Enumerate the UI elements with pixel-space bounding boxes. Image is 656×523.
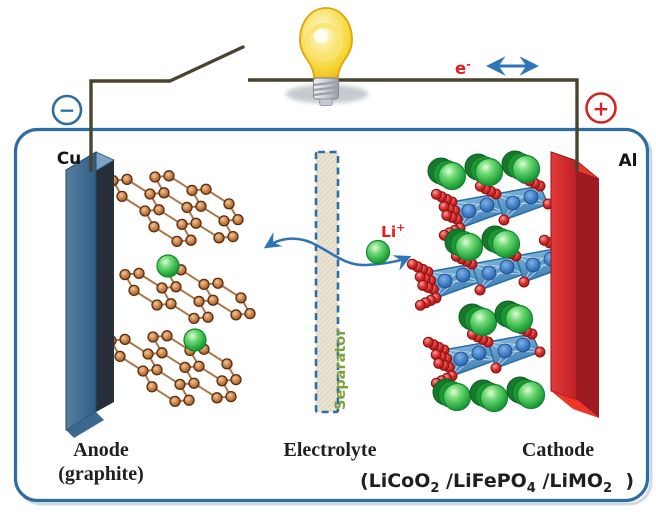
light-bulb xyxy=(286,7,368,106)
ion-path-arrow xyxy=(263,232,412,271)
bulb-inner-ring xyxy=(305,23,343,61)
formula-part: (LiCoO xyxy=(360,470,430,492)
caption-anode-material: (graphite) xyxy=(58,463,144,485)
cathode-current-collector: Al xyxy=(550,151,638,418)
cathode-lithium-ion-row-4 xyxy=(432,376,546,413)
formula-part: ) xyxy=(612,470,634,492)
captions: Anode (graphite) Electrolyte Cathode (Li… xyxy=(58,439,634,496)
cathode-lithium-ion-row-1 xyxy=(427,150,541,191)
bulb-hot-spot xyxy=(314,29,328,43)
bulb-screw-ridges xyxy=(313,80,339,97)
cathode-slab-row-1 xyxy=(430,172,554,241)
anode-lithium-ion xyxy=(183,328,207,352)
caption-anode: Anode xyxy=(73,439,129,461)
cathode-formula: (LiCoO2 /LiFePO4 /LiMO2 ) xyxy=(360,470,634,496)
cu-slab-bottom-face xyxy=(66,412,104,438)
cu-label: Cu xyxy=(57,149,82,169)
anode-lithium-ion xyxy=(156,254,180,278)
graphite-sheet-middle xyxy=(119,264,256,325)
al-slab-side-face xyxy=(577,161,599,418)
al-slab-front-face xyxy=(550,151,578,401)
caption-cathode: Cathode xyxy=(522,439,594,461)
negative-terminal-circle xyxy=(51,94,83,126)
electron-symbol: e xyxy=(455,59,466,78)
formula-subscript: 2 xyxy=(603,481,612,496)
negative-symbol: − xyxy=(59,98,76,122)
positive-symbol: + xyxy=(593,97,610,121)
formula-subscript: 2 xyxy=(430,481,439,496)
graphite-sheet-top xyxy=(107,170,244,248)
cathode-lithium-ion-row-3 xyxy=(458,300,534,337)
positive-terminal-circle xyxy=(585,92,617,124)
cathode-layered-structure xyxy=(406,150,574,413)
al-slab-bottom-face xyxy=(551,391,599,418)
caption-electrolyte: Electrolyte xyxy=(284,439,377,461)
wire-left xyxy=(89,79,170,172)
separator-dashed-border xyxy=(314,150,340,414)
cathode-lithium-ion-row-2 xyxy=(444,225,521,262)
formula-part: /LiFePO xyxy=(439,470,526,492)
cu-slab-front-face xyxy=(65,151,97,431)
cathode-slab-row-3 xyxy=(422,320,546,389)
bulb-base-tip xyxy=(319,98,333,106)
electron-superscript: - xyxy=(466,58,471,71)
li-symbol: Li xyxy=(381,223,396,241)
anode-lithium-ions xyxy=(156,254,207,352)
formula-part: /LiMO xyxy=(536,470,603,492)
electrolyte-lithium-ion xyxy=(365,239,391,265)
switch-blade xyxy=(168,45,245,83)
lithium-transport: Li+ xyxy=(263,222,412,271)
formula-subscript: 4 xyxy=(527,481,536,496)
electron-label: e- xyxy=(455,58,471,78)
separator-label: Separator xyxy=(333,328,349,410)
cu-slab-side-face xyxy=(96,152,114,412)
separator: Separator xyxy=(314,150,349,414)
bulb-glass xyxy=(299,7,353,79)
li-superscript: + xyxy=(396,222,405,234)
electron-flow: e- xyxy=(455,56,539,78)
al-label: Al xyxy=(619,151,638,171)
separator-texture xyxy=(316,152,338,412)
negative-terminal: − xyxy=(51,94,83,126)
wire-top-right xyxy=(248,78,579,172)
lithium-ion-label: Li+ xyxy=(381,222,405,241)
positive-terminal: + xyxy=(585,92,617,124)
circuit-wires xyxy=(89,45,579,172)
